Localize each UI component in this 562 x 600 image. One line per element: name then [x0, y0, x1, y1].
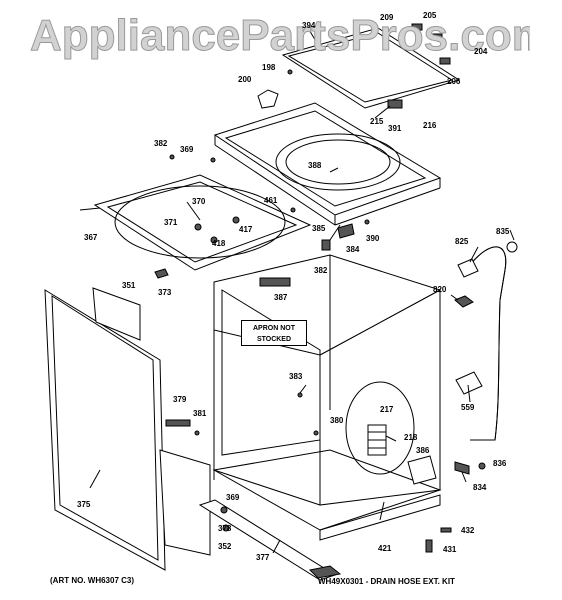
callout-369-bottom[interactable]: 369: [226, 493, 240, 502]
callout-836[interactable]: 836: [493, 459, 507, 468]
callout-352[interactable]: 352: [218, 542, 232, 551]
callout-209[interactable]: 209: [380, 13, 394, 22]
callout-375[interactable]: 375: [77, 500, 91, 509]
lid-switch: [257, 89, 279, 109]
callout-198[interactable]: 198: [262, 63, 276, 72]
callout-382-top[interactable]: 382: [154, 139, 168, 148]
callout-370[interactable]: 370: [192, 197, 206, 206]
callout-461[interactable]: 461: [264, 196, 278, 205]
toe-panel: [159, 449, 211, 556]
hose-guide: [455, 371, 483, 395]
callout-825[interactable]: 825: [455, 237, 469, 246]
callout-218[interactable]: 218: [404, 433, 418, 442]
callout-369-top[interactable]: 369: [180, 145, 194, 154]
callout-381[interactable]: 381: [193, 409, 207, 418]
access-panel: [92, 287, 141, 341]
bracket: [407, 455, 437, 485]
callout-387[interactable]: 387: [274, 293, 288, 302]
callout-371[interactable]: 371: [164, 218, 178, 227]
callout-204[interactable]: 204: [474, 47, 488, 56]
callout-559[interactable]: 559: [461, 403, 475, 412]
lid: [281, 27, 461, 109]
callout-432[interactable]: 432: [461, 526, 475, 535]
watermark-text: AppliancePartsPros.com: [30, 11, 552, 61]
cabinet-base: [212, 449, 442, 531]
callout-385[interactable]: 385: [312, 224, 326, 233]
callout-205[interactable]: 205: [423, 11, 437, 20]
apron-note-line1: APRON NOT: [253, 325, 295, 332]
callout-383[interactable]: 383: [289, 372, 303, 381]
callout-367[interactable]: 367: [84, 233, 98, 242]
front-panel: [44, 289, 166, 571]
callout-386[interactable]: 386: [416, 446, 430, 455]
drain-hose-kit-caption: WH49X0301 - DRAIN HOSE EXT. KIT: [318, 577, 455, 586]
switch-detail: [345, 381, 415, 475]
watermark: AppliancePartsPros.com: [30, 10, 552, 61]
apron-note-box: APRON NOT STOCKED: [241, 320, 307, 346]
callout-384[interactable]: 384: [346, 245, 360, 254]
callout-206[interactable]: 206: [447, 77, 461, 86]
suspension-frame: [93, 174, 312, 271]
drain-hose: [469, 246, 507, 441]
hose-clamp: [457, 258, 479, 278]
callout-200[interactable]: 200: [238, 75, 252, 84]
callout-373[interactable]: 373: [158, 288, 172, 297]
callout-378[interactable]: 378: [218, 524, 232, 533]
callout-417[interactable]: 417: [239, 225, 253, 234]
callout-834[interactable]: 834: [473, 483, 487, 492]
callout-382-mid[interactable]: 382: [314, 266, 328, 275]
callout-215[interactable]: 215: [370, 117, 384, 126]
callout-431[interactable]: 431: [443, 545, 457, 554]
callout-379[interactable]: 379: [173, 395, 187, 404]
callout-351[interactable]: 351: [122, 281, 136, 290]
callout-394[interactable]: 394: [302, 21, 316, 30]
callout-377[interactable]: 377: [256, 553, 270, 562]
apron-note-line2: STOCKED: [256, 336, 292, 343]
callout-820[interactable]: 820: [433, 285, 447, 294]
base-rail: [198, 499, 337, 581]
callout-388[interactable]: 388: [308, 161, 322, 170]
top-opening: [275, 133, 401, 191]
callout-216[interactable]: 216: [423, 121, 437, 130]
callout-418[interactable]: 418: [212, 239, 226, 248]
callout-380[interactable]: 380: [330, 416, 344, 425]
callout-421[interactable]: 421: [378, 544, 392, 553]
callout-217[interactable]: 217: [380, 405, 394, 414]
callout-835[interactable]: 835: [496, 227, 510, 236]
callout-390[interactable]: 390: [366, 234, 380, 243]
art-number-caption: (ART NO. WH6307 C3): [50, 576, 135, 585]
callout-391[interactable]: 391: [388, 124, 402, 133]
watermark-label: AppliancePartsPros.com: [30, 11, 530, 60]
